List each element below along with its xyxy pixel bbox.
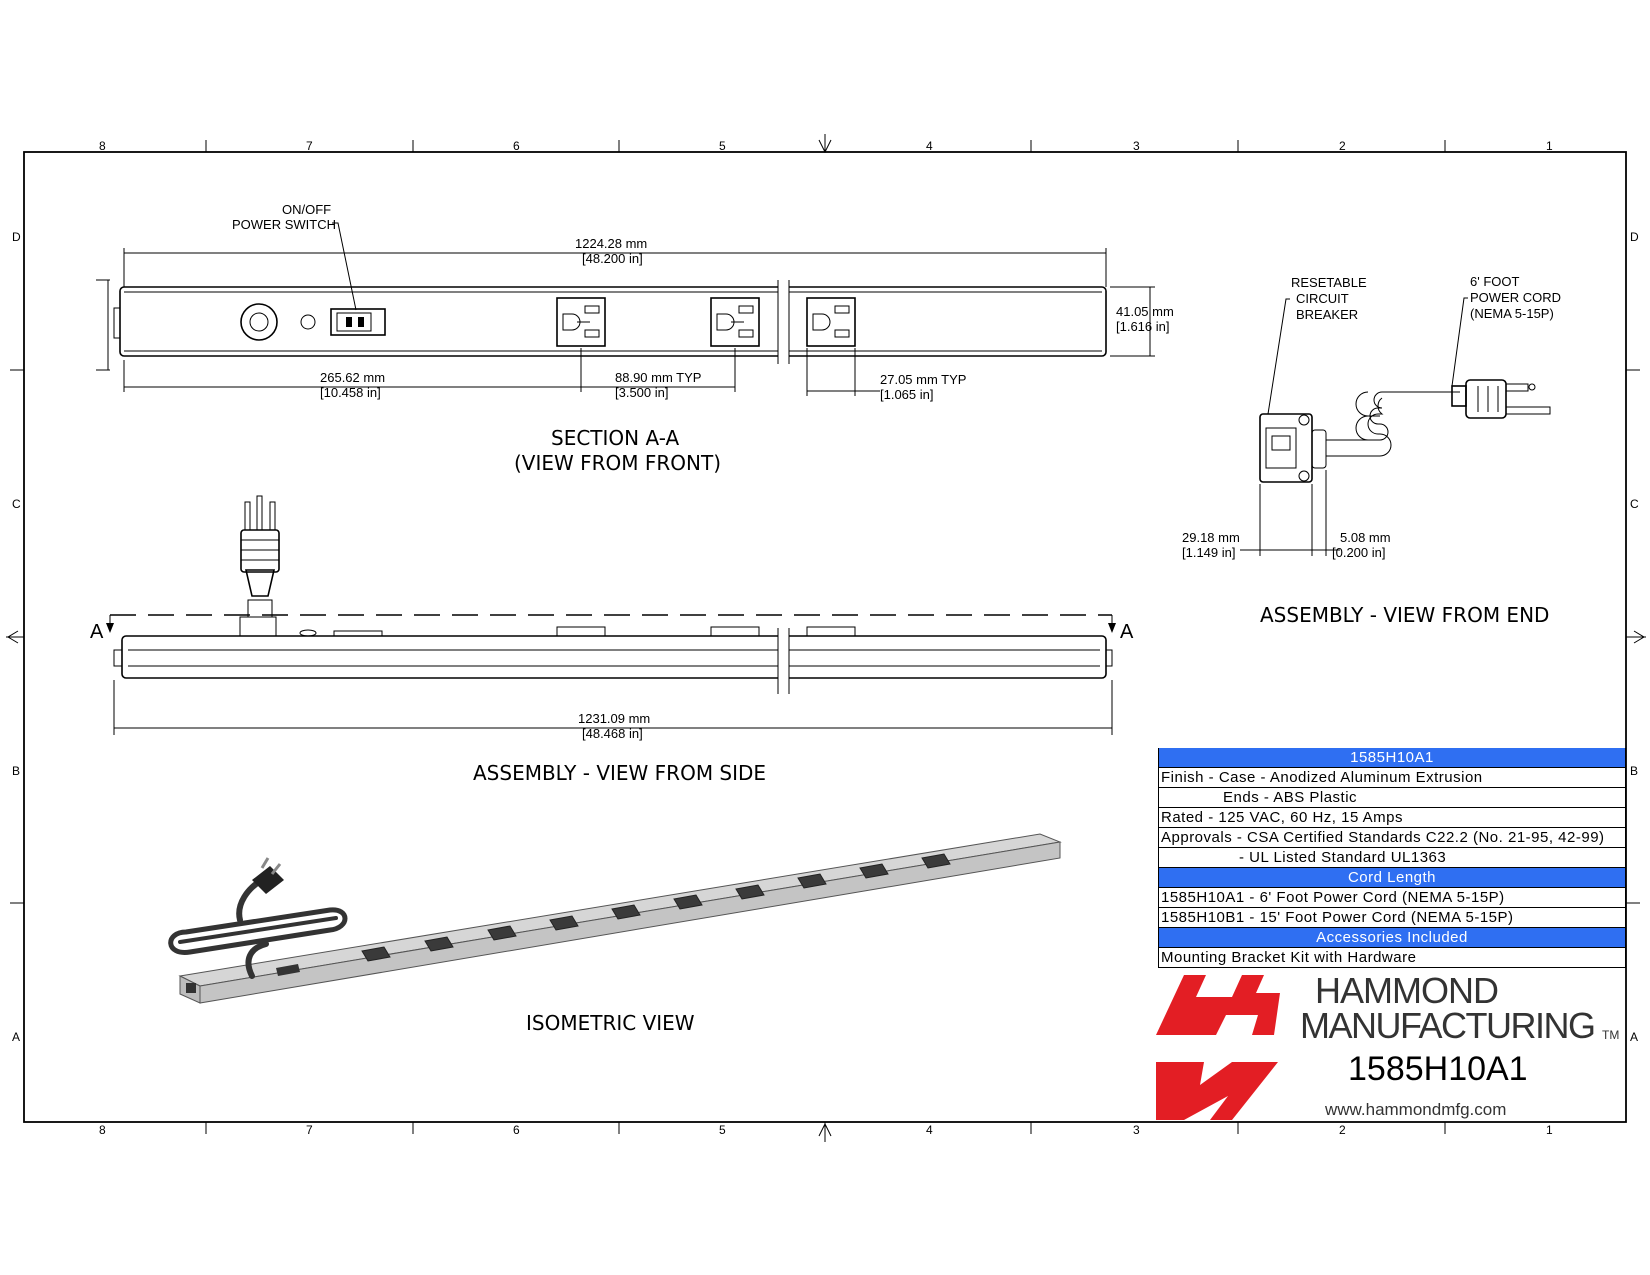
side-length-dim-in: [48.468 in] — [582, 726, 643, 741]
cord-callout-3: (NEMA 5-15P) — [1470, 306, 1554, 321]
outlet-width-dim: 27.05 mm TYP — [880, 372, 966, 387]
switch-callout-2: POWER SWITCH — [232, 217, 336, 232]
end-offset-dim-in: [0.200 in] — [1332, 545, 1386, 560]
first-outlet-dim: 265.62 mm — [320, 370, 385, 385]
zone-row-a-left: A — [12, 1030, 20, 1044]
zone-labels-top: 8 7 6 5 4 3 2 1 — [99, 139, 1553, 153]
zone-labels-rows: D C B A D C B A — [12, 230, 1639, 1044]
iso-outlets — [361, 853, 951, 962]
zone-col-8-top: 8 — [99, 139, 106, 153]
zone-col-3-top: 3 — [1133, 139, 1140, 153]
zone-col-7-bottom: 7 — [306, 1123, 313, 1137]
front-outlet-1 — [556, 297, 606, 347]
front-length-dim: 1224.28 mm — [575, 236, 647, 251]
zone-row-c-left: C — [12, 497, 21, 511]
cord-callout-2: POWER CORD — [1470, 290, 1561, 305]
zone-row-d-right: D — [1630, 230, 1639, 244]
switch-callout-1: ON/OFF — [282, 202, 331, 217]
zone-col-1-top: 1 — [1546, 139, 1553, 153]
spec-cord-a: 1585H10A1 - 6' Foot Power Cord (NEMA 5-1… — [1158, 887, 1626, 908]
hammond-logo — [1156, 975, 1280, 1120]
power-switch — [330, 308, 386, 336]
breaker-callout-3: BREAKER — [1296, 307, 1358, 322]
side-view-body — [121, 635, 1107, 679]
zone-ticks — [6, 134, 1646, 1142]
iso-cord — [168, 877, 348, 979]
zone-row-b-right: B — [1630, 764, 1638, 778]
end-view: RESETABLE CIRCUIT BREAKER 6' FOOT POWER … — [1182, 274, 1561, 627]
breaker-knob — [240, 303, 278, 341]
cord-callout-1: 6' FOOT — [1470, 274, 1519, 289]
zone-col-7-top: 7 — [306, 139, 313, 153]
end-view-title: ASSEMBLY - VIEW FROM END — [1260, 603, 1549, 627]
spec-approvals-ul: - UL Listed Standard UL1363 — [1158, 847, 1626, 868]
side-view-title: ASSEMBLY - VIEW FROM SIDE — [473, 761, 766, 785]
outlet-width-dim-in: [1.065 in] — [880, 387, 934, 402]
spec-table: 1585H10A1 Finish - Case - Anodized Alumi… — [1158, 748, 1626, 968]
spec-rated: Rated - 125 VAC, 60 Hz, 15 Amps — [1158, 807, 1626, 828]
zone-labels-bottom: 8 7 6 5 4 3 2 1 — [99, 1123, 1553, 1137]
end-width-dim-in: [1.149 in] — [1182, 545, 1236, 560]
isometric-view: ISOMETRIC VIEW — [168, 833, 1062, 1035]
section-title-1: SECTION A-A — [551, 426, 679, 450]
spec-finish-case: Finish - Case - Anodized Aluminum Extrus… — [1158, 767, 1626, 788]
end-offset-dim: 5.08 mm — [1340, 530, 1391, 545]
end-view-body — [1259, 413, 1313, 483]
zone-col-8-bottom: 8 — [99, 1123, 106, 1137]
zone-col-1-bottom: 1 — [1546, 1123, 1553, 1137]
zone-col-2-top: 2 — [1339, 139, 1346, 153]
iso-view-title: ISOMETRIC VIEW — [526, 1011, 695, 1035]
front-view: 1224.28 mm [48.200 in] 41.05 mm [1.616 i… — [96, 202, 1174, 475]
zone-col-5-top: 5 — [719, 139, 726, 153]
part-number: 1585H10A1 — [1348, 1050, 1528, 1088]
zone-row-c-right: C — [1630, 497, 1639, 511]
website-url: www.hammondmfg.com — [1325, 1100, 1507, 1119]
zone-col-4-bottom: 4 — [926, 1123, 933, 1137]
first-outlet-dim-in: [10.458 in] — [320, 385, 381, 400]
zone-col-6-bottom: 6 — [513, 1123, 520, 1137]
spec-accessories-header: Accessories Included — [1158, 927, 1626, 948]
breaker-callout-2: CIRCUIT — [1296, 291, 1349, 306]
spec-finish-ends: Ends - ABS Plastic — [1158, 787, 1626, 808]
section-letter-left: A — [90, 621, 104, 643]
side-view: A A 1231.09 mm — [90, 495, 1134, 785]
brand-name-line2: MANUFACTURING — [1300, 1005, 1596, 1046]
front-outlet-2 — [710, 297, 760, 347]
zone-row-b-left: B — [12, 764, 20, 778]
front-height-dim-in: [1.616 in] — [1116, 319, 1170, 334]
spec-approvals: Approvals - CSA Certified Standards C22.… — [1158, 827, 1626, 848]
pitch-dim-in: [3.500 in] — [615, 385, 669, 400]
zone-col-5-bottom: 5 — [719, 1123, 726, 1137]
zone-row-a-right: A — [1630, 1030, 1638, 1044]
zone-col-4-top: 4 — [926, 139, 933, 153]
section-letter-right: A — [1120, 621, 1134, 643]
zone-col-6-top: 6 — [513, 139, 520, 153]
section-title-2: (VIEW FROM FRONT) — [514, 451, 721, 475]
zone-col-2-bottom: 2 — [1339, 1123, 1346, 1137]
spec-cord-b: 1585H10B1 - 15' Foot Power Cord (NEMA 5-… — [1158, 907, 1626, 928]
brand-trademark: TM — [1602, 1028, 1620, 1042]
side-length-dim: 1231.09 mm — [578, 711, 650, 726]
brand-name-line1: HAMMOND — [1315, 970, 1499, 1011]
side-plug — [240, 495, 280, 618]
iso-plug — [252, 857, 284, 894]
front-outlet-3 — [806, 297, 856, 347]
front-length-dim-in: [48.200 in] — [582, 251, 643, 266]
zone-col-3-bottom: 3 — [1133, 1123, 1140, 1137]
spec-cord-header: Cord Length — [1158, 867, 1626, 888]
front-height-dim: 41.05 mm — [1116, 304, 1174, 319]
spec-table-header: 1585H10A1 — [1158, 748, 1626, 768]
end-width-dim: 29.18 mm — [1182, 530, 1240, 545]
end-plug — [1451, 379, 1551, 419]
zone-row-d-left: D — [12, 230, 21, 244]
pitch-dim: 88.90 mm TYP — [615, 370, 701, 385]
breaker-callout-1: RESETABLE — [1291, 275, 1367, 290]
spec-accessories: Mounting Bracket Kit with Hardware — [1158, 947, 1626, 968]
